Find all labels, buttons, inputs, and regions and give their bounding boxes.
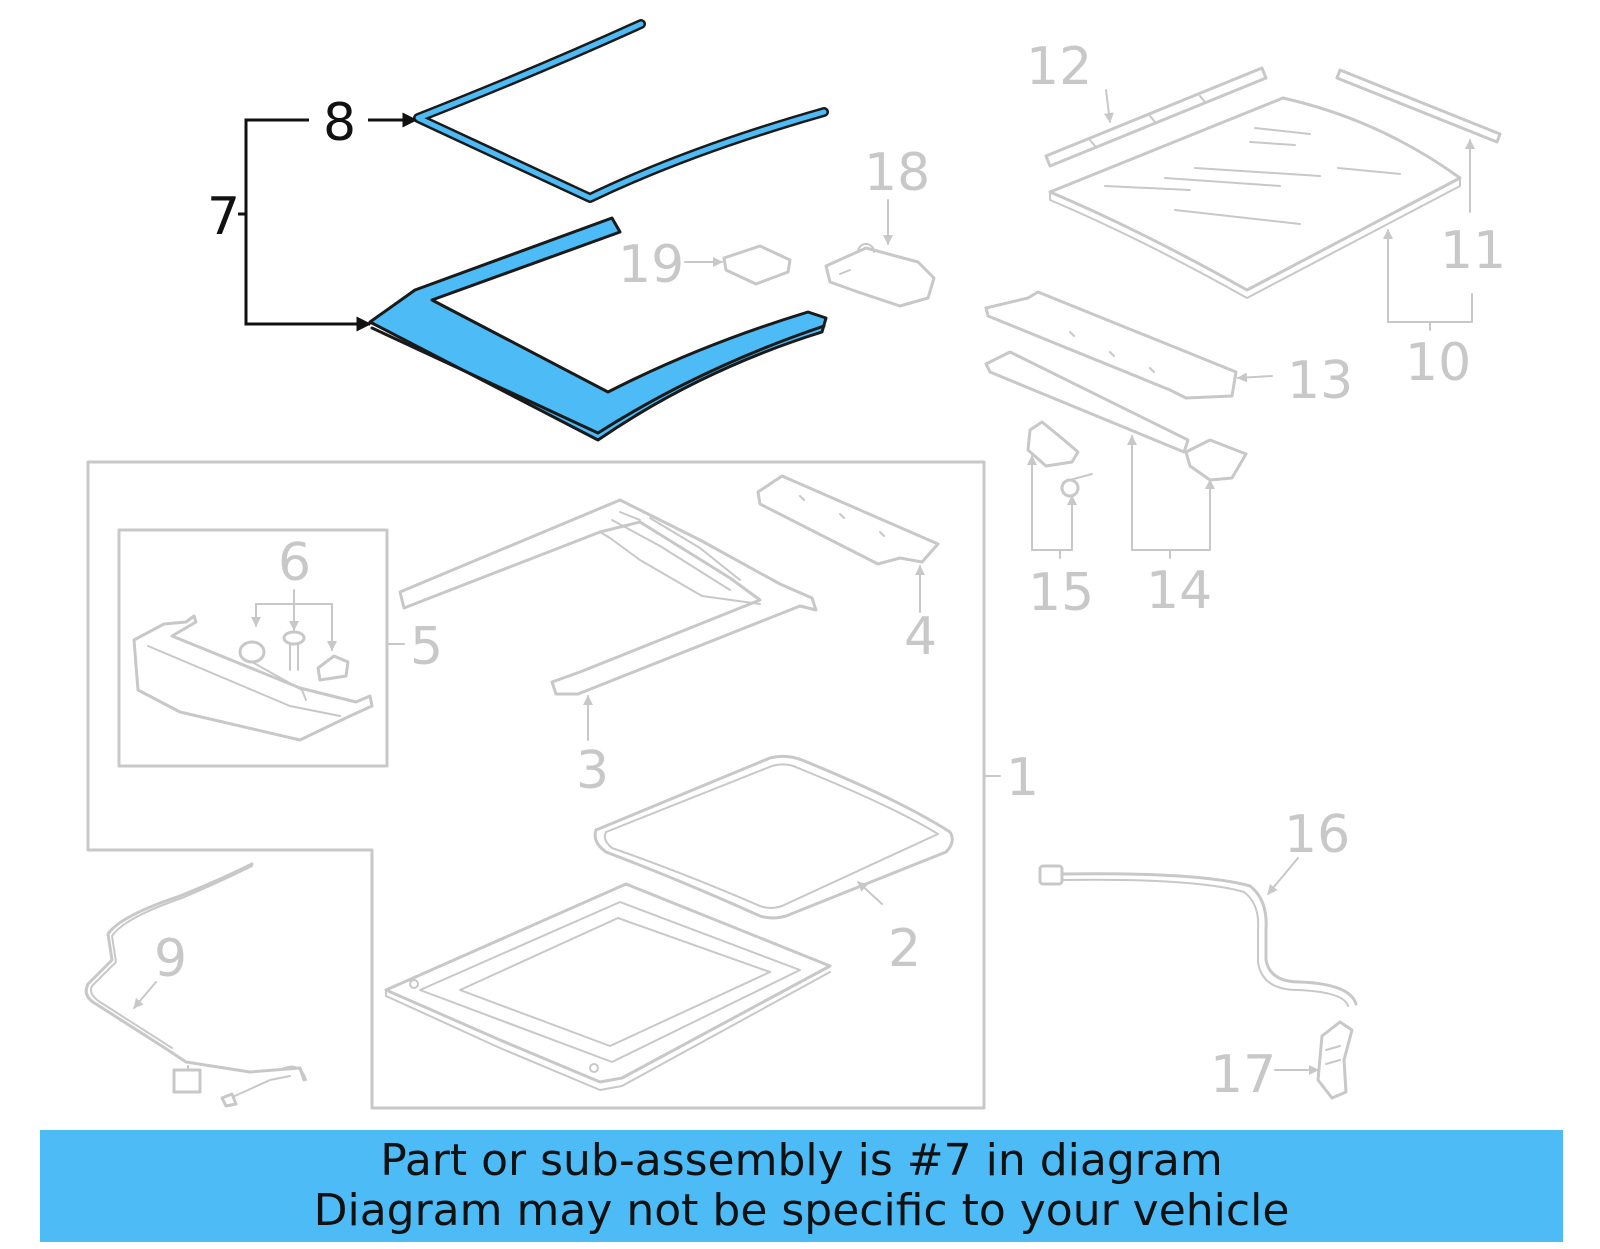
footer-line-2: Diagram may not be specific to your vehi…: [313, 1185, 1290, 1236]
callout-9: 9: [154, 929, 187, 989]
callout-12: 12: [1026, 37, 1092, 97]
part-frame-assembly: [398, 498, 818, 696]
part-9-harness: [84, 862, 307, 1108]
callout-bracket-7-8: [238, 112, 418, 332]
callout-7: 7: [207, 187, 240, 247]
part-6-fasteners: [238, 630, 350, 701]
callout-1: 1: [1006, 748, 1039, 808]
part-11-trim: [1335, 68, 1502, 144]
part-housing: [384, 882, 832, 1091]
callout-10: 10: [1405, 333, 1471, 393]
callout-18: 18: [864, 143, 930, 203]
callout-15: 15: [1028, 563, 1094, 623]
callout-4: 4: [904, 607, 937, 667]
part-19-module: [722, 244, 792, 286]
part-16-drain-hose: [1038, 864, 1358, 1007]
part-4-bracket: [756, 474, 940, 566]
callout-19: 19: [618, 235, 684, 295]
part-5-rail: [132, 614, 374, 742]
callout-14: 14: [1146, 561, 1212, 621]
part-2-seal: [593, 754, 954, 920]
callout-13: 13: [1287, 351, 1353, 411]
callout-16: 16: [1284, 805, 1350, 865]
footer-line-1: Part or sub-assembly is #7 in diagram: [380, 1135, 1223, 1186]
callout-11: 11: [1440, 221, 1506, 281]
part-18-motor: [824, 243, 936, 308]
part-13-rail: [984, 290, 1238, 400]
part-glass-panel: [1048, 96, 1462, 299]
callout-3: 3: [576, 741, 609, 801]
part-7-weatherstrip[interactable]: [368, 216, 828, 442]
part-17-check-valve: [1316, 1020, 1354, 1100]
part-14-rail: [984, 350, 1248, 482]
part-12-trim: [1044, 66, 1268, 168]
part-8-seal: [413, 19, 829, 203]
callout-6: 6: [278, 533, 311, 593]
assembly-1-frame: [86, 460, 986, 1110]
callout-17: 17: [1210, 1045, 1276, 1105]
part-15-clip: [1026, 420, 1093, 498]
callout-8: 8: [323, 93, 356, 153]
footer-banner: Part or sub-assembly is #7 in diagram Di…: [40, 1130, 1563, 1242]
callout-2: 2: [888, 919, 921, 979]
subassembly-5-frame: [117, 528, 389, 768]
callout-5: 5: [410, 617, 443, 677]
